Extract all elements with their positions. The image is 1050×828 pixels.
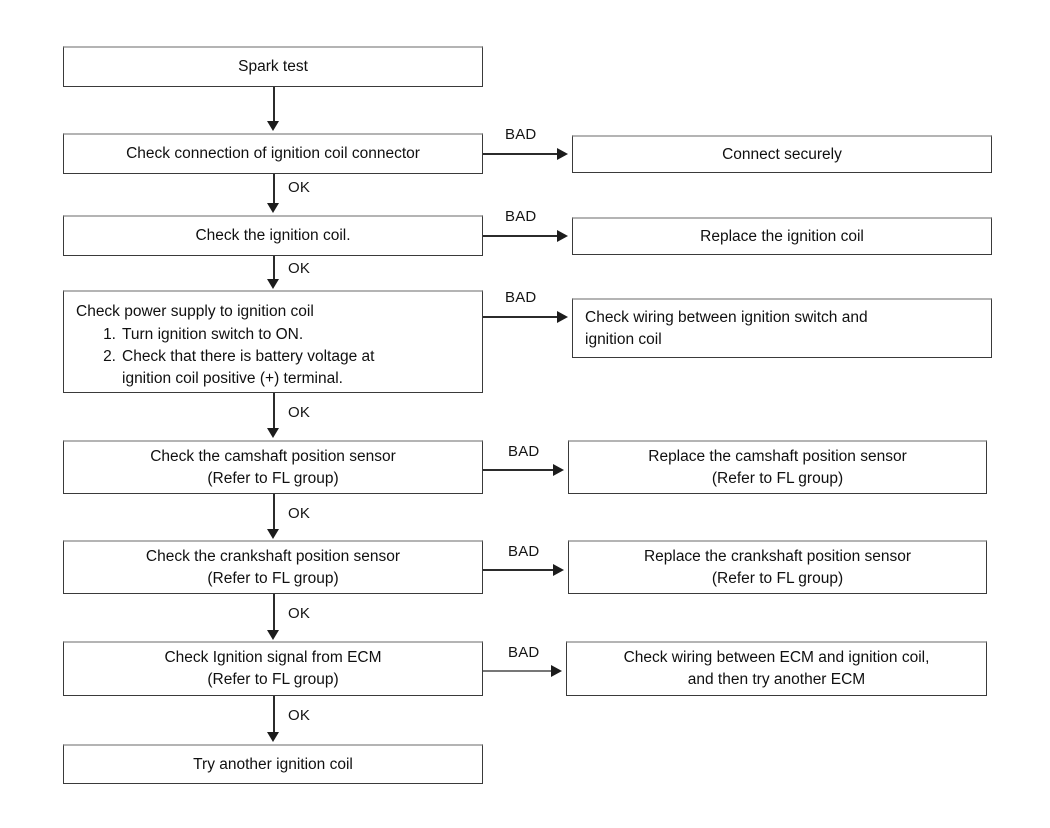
node-check-power-supply-content: Check power supply to ignition coil 1. T… xyxy=(76,301,374,390)
node-check-power-supply-heading: Check power supply to ignition coil xyxy=(76,303,314,320)
arrow-down-icon xyxy=(267,279,279,289)
arrow-right-icon xyxy=(557,148,568,160)
node-check-connector[interactable]: Check connection of ignition coil connec… xyxy=(63,133,483,174)
connector-bad-check-camshaft xyxy=(483,469,555,471)
node-check-power-supply[interactable]: Check power supply to ignition coil 1. T… xyxy=(63,290,483,393)
arrow-right-icon xyxy=(557,311,568,323)
node-check-coil-label: Check the ignition coil. xyxy=(195,227,351,244)
arrow-down-icon xyxy=(267,428,279,438)
connector-bad-check-crankshaft xyxy=(483,569,555,571)
node-check-crankshaft-sensor-label: Check the crankshaft position sensor (Re… xyxy=(145,547,401,587)
edge-label-ok: OK xyxy=(288,505,311,522)
node-check-crankshaft-sensor[interactable]: Check the crankshaft position sensor (Re… xyxy=(63,540,483,594)
node-check-camshaft-sensor-label: Check the camshaft position sensor (Refe… xyxy=(150,447,396,487)
arrow-down-icon xyxy=(267,529,279,539)
edge-label-bad: BAD xyxy=(508,644,540,661)
edge-label-ok: OK xyxy=(288,260,311,277)
node-replace-ignition-coil[interactable]: Replace the ignition coil xyxy=(572,217,992,255)
edge-label-ok: OK xyxy=(288,179,311,196)
list-item: 2. Check that there is battery voltage a… xyxy=(76,346,374,390)
edge-label-bad: BAD xyxy=(505,289,537,306)
connector-check-power-to-check-camshaft xyxy=(273,393,275,430)
edge-label-ok: OK xyxy=(288,707,311,724)
step-number: 1. xyxy=(103,326,116,343)
arrow-right-icon xyxy=(551,665,562,677)
connector-check-camshaft-to-check-crankshaft xyxy=(273,494,275,531)
connector-bad-check-power xyxy=(483,316,559,318)
node-check-power-supply-steps: 1. Turn ignition switch to ON. 2. Check … xyxy=(76,324,374,390)
arrow-right-icon xyxy=(557,230,568,242)
node-replace-crankshaft-sensor[interactable]: Replace the crankshaft position sensor (… xyxy=(568,540,987,594)
connector-start-to-check-connector xyxy=(273,87,275,123)
node-replace-camshaft-sensor-label: Replace the camshaft position sensor (Re… xyxy=(648,447,907,487)
arrow-down-icon xyxy=(267,732,279,742)
edge-label-ok: OK xyxy=(288,404,311,421)
node-check-ecm-signal-label: Check Ignition signal from ECM (Refer to… xyxy=(164,649,382,688)
node-try-another-coil[interactable]: Try another ignition coil xyxy=(63,744,483,784)
node-check-connector-label: Check connection of ignition coil connec… xyxy=(126,145,420,162)
arrow-right-icon xyxy=(553,464,564,476)
step-text-continued: ignition coil positive (+) terminal. xyxy=(122,370,343,387)
edge-label-bad: BAD xyxy=(505,126,537,143)
node-replace-crankshaft-sensor-label: Replace the crankshaft position sensor (… xyxy=(643,547,912,587)
step-text: Check that there is battery voltage at xyxy=(122,348,375,365)
node-check-coil[interactable]: Check the ignition coil. xyxy=(63,215,483,256)
edge-label-bad: BAD xyxy=(508,543,540,560)
arrow-right-icon xyxy=(553,564,564,576)
arrow-down-icon xyxy=(267,121,279,131)
arrow-down-icon xyxy=(267,630,279,640)
connector-check-connector-to-check-coil xyxy=(273,174,275,205)
edge-label-bad: BAD xyxy=(508,443,540,460)
node-check-wiring-ecm-label: Check wiring between ECM and ignition co… xyxy=(623,649,930,688)
node-check-wiring-ignition-switch[interactable]: Check wiring between ignition switch and… xyxy=(572,298,992,358)
node-connect-securely[interactable]: Connect securely xyxy=(572,135,992,173)
edge-label-bad: BAD xyxy=(505,208,537,225)
node-try-another-coil-label: Try another ignition coil xyxy=(193,755,353,773)
node-check-wiring-ecm[interactable]: Check wiring between ECM and ignition co… xyxy=(566,641,987,696)
node-spark-test-label: Spark test xyxy=(238,58,308,75)
node-connect-securely-label: Connect securely xyxy=(722,145,842,163)
edge-label-ok: OK xyxy=(288,605,311,622)
node-replace-ignition-coil-label: Replace the ignition coil xyxy=(700,227,864,245)
node-replace-camshaft-sensor[interactable]: Replace the camshaft position sensor (Re… xyxy=(568,440,987,494)
arrow-down-icon xyxy=(267,203,279,213)
list-item: 1. Turn ignition switch to ON. xyxy=(76,324,374,346)
connector-bad-check-ecm xyxy=(483,670,553,672)
connector-bad-check-coil xyxy=(483,235,559,237)
connector-check-ecm-to-try-another-coil xyxy=(273,696,275,734)
step-text: Turn ignition switch to ON. xyxy=(122,326,304,343)
step-number: 2. xyxy=(103,348,116,365)
node-check-wiring-ignition-switch-label: Check wiring between ignition switch and… xyxy=(585,308,868,348)
connector-check-crankshaft-to-check-ecm xyxy=(273,594,275,632)
connector-check-coil-to-check-power xyxy=(273,256,275,281)
node-spark-test[interactable]: Spark test xyxy=(63,46,483,87)
node-check-camshaft-sensor[interactable]: Check the camshaft position sensor (Refe… xyxy=(63,440,483,494)
node-check-ecm-signal[interactable]: Check Ignition signal from ECM (Refer to… xyxy=(63,641,483,696)
connector-bad-check-connector xyxy=(483,153,559,155)
